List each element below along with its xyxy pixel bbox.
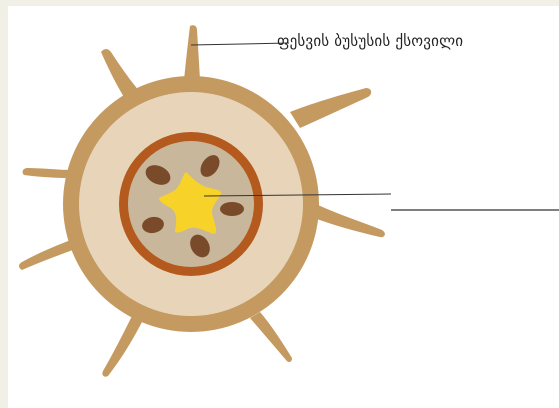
root-hair-tissue-label: ფესვის ბუსუსის ქსოვილი (277, 32, 463, 50)
root-hair-bottom-left (102, 312, 144, 377)
root-hair-bottom-right (250, 312, 292, 362)
phloem-bundle (220, 202, 244, 216)
leader-line-root-hair (191, 43, 289, 45)
root-hair-right (314, 205, 385, 237)
root-hair-top (184, 25, 200, 80)
root-hair-upper-right (290, 88, 371, 128)
